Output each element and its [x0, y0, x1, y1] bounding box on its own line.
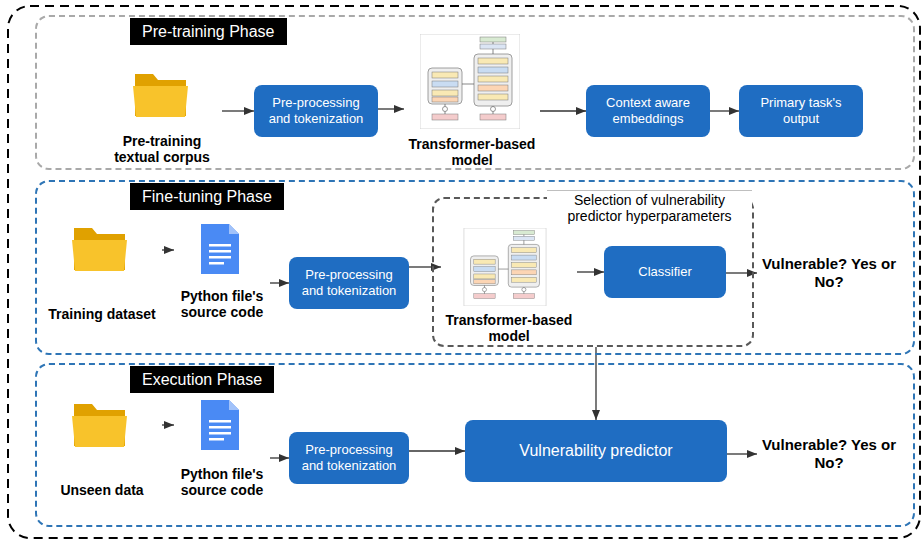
model-node: Transformer-based model — [404, 35, 540, 170]
model-node: Transformer-based model — [441, 230, 577, 346]
group-box: Selection of vulnerability predictor hyp… — [432, 197, 754, 347]
phase-label: Execution Phase — [130, 366, 274, 393]
node-label: Python file's source code — [174, 288, 270, 320]
node-label: Vulnerable? Yes or No? — [757, 436, 901, 472]
output-text: Vulnerable? Yes or No? — [757, 430, 901, 478]
node-label: Classifier — [638, 264, 691, 280]
node-label: Context aware embeddings — [592, 95, 704, 126]
node-label: Transformer-based model — [404, 136, 540, 168]
node-label: Pre-training textual corpus — [102, 133, 222, 165]
flow-arrow — [595, 347, 596, 420]
document-icon — [201, 400, 239, 450]
folder-icon — [133, 74, 188, 117]
flow-arrow — [222, 110, 254, 111]
process-box: Pre-processing and tokenization — [289, 257, 409, 309]
group-label: Selection of vulnerability predictor hyp… — [547, 190, 752, 225]
flow-arrow — [540, 110, 586, 111]
node-label: Pre-processing and tokenization — [260, 95, 372, 126]
process-box: Primary task's output — [739, 85, 863, 137]
flow-arrow — [270, 457, 289, 458]
folder-icon — [72, 228, 127, 271]
process-box: Pre-processing and tokenization — [254, 85, 378, 137]
flow-arrow — [577, 271, 604, 272]
flow-arrow — [409, 450, 465, 451]
flow-arrow — [727, 453, 757, 454]
flow-arrow — [409, 266, 441, 267]
node-label: Training dataset — [48, 306, 155, 322]
flow-arrow — [162, 424, 174, 425]
predictor-box: Vulnerability predictor — [465, 420, 727, 482]
document-node: Python file's source code — [174, 400, 270, 500]
phase-band: Fine-tuning PhaseTraining dataset Python … — [35, 180, 915, 355]
outer-border — [8, 6, 920, 538]
node-label: Vulnerable? Yes or No? — [757, 255, 901, 291]
phase-band: Pre-training PhasePre-training textual c… — [35, 15, 915, 170]
node-label: Unseen data — [60, 482, 143, 498]
flow-arrow — [270, 282, 289, 283]
process-box: Context aware embeddings — [586, 85, 710, 137]
flow-arrow — [162, 249, 174, 250]
phase-band: Execution PhaseUnseen data Python file's … — [35, 363, 915, 527]
flow-arrow — [710, 110, 739, 111]
folder-icon — [72, 404, 127, 447]
node-label: Pre-processing and tokenization — [295, 442, 403, 473]
flow-arrow — [378, 108, 404, 109]
document-icon — [201, 224, 239, 274]
folder-node: Training dataset — [42, 224, 162, 324]
transformer-figure — [420, 34, 520, 129]
node-label: Vulnerability predictor — [519, 441, 672, 460]
folder-node: Unseen data — [42, 400, 162, 500]
folder-node: Pre-training textual corpus — [102, 70, 222, 167]
node-label: Primary task's output — [745, 95, 857, 126]
process-box: Pre-processing and tokenization — [289, 432, 409, 484]
phase-label: Pre-training Phase — [130, 18, 287, 45]
phase-label: Fine-tuning Phase — [130, 183, 284, 210]
node-label: Python file's source code — [174, 466, 270, 498]
node-label: Pre-processing and tokenization — [295, 267, 403, 298]
document-node: Python file's source code — [174, 224, 270, 322]
process-box: Classifier — [604, 246, 726, 298]
transformer-figure — [464, 228, 546, 306]
output-text: Vulnerable? Yes or No? — [757, 249, 901, 297]
node-label: Transformer-based model — [441, 312, 577, 344]
